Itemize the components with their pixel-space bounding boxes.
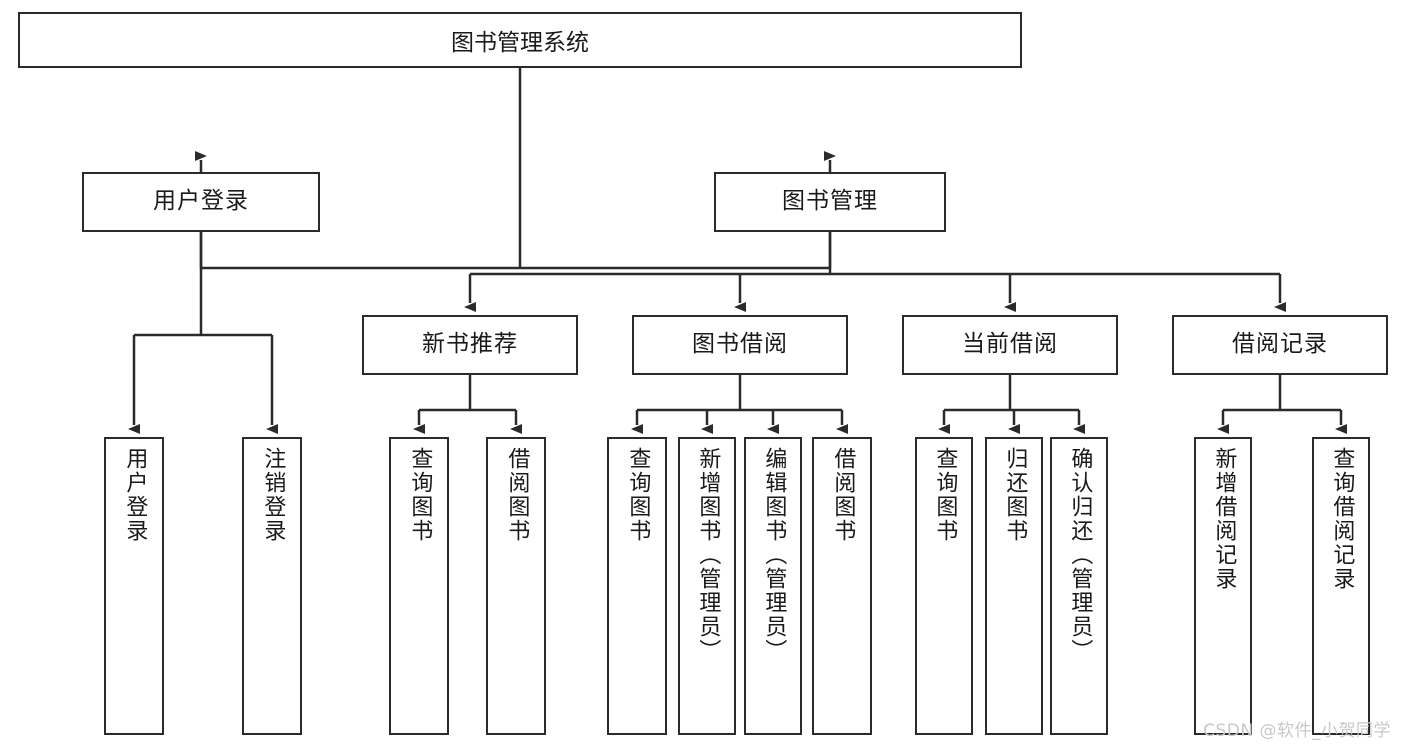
node-leaf-8-label: 查询图书 (932, 447, 958, 543)
node-level3-1-label: 图书借阅 (692, 331, 788, 358)
node-level3-0-label: 新书推荐 (422, 331, 518, 358)
node-level3-2[interactable]: 当前借阅 (902, 315, 1118, 375)
node-level2-1-label: 图书管理 (782, 188, 878, 215)
node-leaf-7-label: 借阅图书 (830, 447, 856, 543)
node-leaf-12[interactable]: 查询借阅记录 (1312, 437, 1370, 735)
node-level3-2-label: 当前借阅 (962, 331, 1058, 358)
node-leaf-4-label: 查询图书 (625, 447, 651, 543)
node-leaf-11-label: 新增借阅记录 (1211, 447, 1237, 591)
node-level3-3-label: 借阅记录 (1232, 331, 1328, 358)
node-leaf-2-label: 查询图书 (407, 447, 433, 543)
node-leaf-3-label: 借阅图书 (504, 447, 530, 543)
node-leaf-0[interactable]: 用户登录 (104, 437, 164, 735)
node-leaf-10-label: 确认归还（管理员） (1067, 447, 1093, 663)
node-leaf-2[interactable]: 查询图书 (389, 437, 449, 735)
node-level3-3[interactable]: 借阅记录 (1172, 315, 1388, 375)
node-leaf-5[interactable]: 新增图书（管理员） (678, 437, 736, 735)
node-leaf-12-label: 查询借阅记录 (1329, 447, 1355, 591)
node-leaf-7[interactable]: 借阅图书 (812, 437, 872, 735)
node-leaf-3[interactable]: 借阅图书 (486, 437, 546, 735)
node-leaf-6-label: 编辑图书（管理员） (761, 447, 787, 663)
node-root-label: 图书管理系统 (451, 30, 589, 56)
node-leaf-10[interactable]: 确认归还（管理员） (1050, 437, 1108, 735)
node-level3-1[interactable]: 图书借阅 (632, 315, 848, 375)
node-level2-0[interactable]: 用户登录 (82, 172, 320, 232)
node-leaf-1-label: 注销登录 (260, 447, 286, 543)
node-level3-0[interactable]: 新书推荐 (362, 315, 578, 375)
node-leaf-1[interactable]: 注销登录 (242, 437, 302, 735)
node-level2-0-label: 用户登录 (153, 188, 249, 215)
node-leaf-5-label: 新增图书（管理员） (695, 447, 721, 663)
node-leaf-11[interactable]: 新增借阅记录 (1194, 437, 1252, 735)
node-leaf-4[interactable]: 查询图书 (607, 437, 667, 735)
node-level2-1[interactable]: 图书管理 (714, 172, 946, 232)
node-leaf-6[interactable]: 编辑图书（管理员） (744, 437, 802, 735)
node-leaf-8[interactable]: 查询图书 (915, 437, 973, 735)
node-leaf-9-label: 归还图书 (1002, 447, 1028, 543)
node-leaf-0-label: 用户登录 (122, 447, 148, 543)
node-root[interactable]: 图书管理系统 (18, 12, 1022, 68)
node-leaf-9[interactable]: 归还图书 (985, 437, 1043, 735)
